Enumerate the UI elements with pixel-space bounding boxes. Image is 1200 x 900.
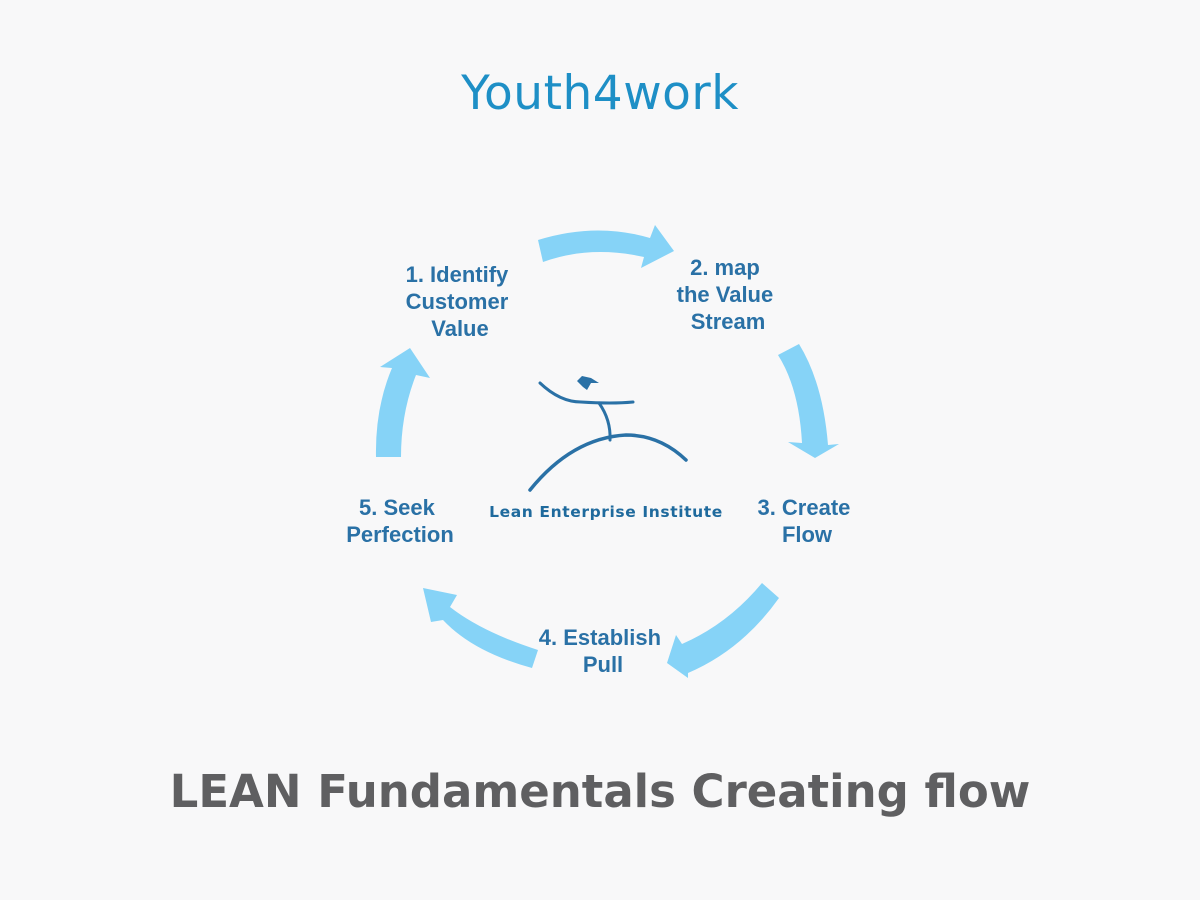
step-1-line-2: Customer — [406, 289, 509, 314]
footer-title: LEAN Fundamentals Creating flow — [169, 765, 1031, 818]
step-3-label: 3. Create Flow — [757, 495, 856, 547]
logo-figure-arms — [538, 381, 635, 405]
step-1-label: 1. Identify Customer Value — [406, 262, 515, 341]
logo-arc — [528, 433, 688, 492]
step-4-line-1: 4. Establish — [539, 625, 661, 650]
arrow-identify-to-map — [538, 225, 674, 268]
step-5-line-2: Perfection — [346, 522, 454, 547]
step-2-line-2: the Value — [677, 282, 774, 307]
step-2-line-1: 2. map — [690, 255, 760, 280]
lean-enterprise-logo: Lean Enterprise Institute — [489, 376, 723, 521]
cycle-arrows — [375, 225, 839, 678]
logo-figure-head — [577, 376, 599, 390]
step-4-label: 4. Establish Pull — [539, 625, 667, 677]
step-5-label: 5. Seek Perfection — [346, 495, 454, 547]
step-2-label: 2. map the Value Stream — [677, 255, 780, 334]
step-5-line-1: 5. Seek — [359, 495, 436, 520]
arrow-create-to-pull — [667, 583, 779, 678]
arrow-map-to-create — [778, 344, 839, 458]
arrow-pull-to-perfection — [423, 588, 538, 668]
step-3-line-2: Flow — [782, 522, 833, 547]
step-2-line-3: Stream — [691, 309, 766, 334]
step-4-line-2: Pull — [583, 652, 623, 677]
logo-figure-body — [597, 401, 612, 442]
step-1-line-1: 1. Identify — [406, 262, 509, 287]
arrow-perfection-to-identify — [375, 348, 430, 457]
header-title: Youth4work — [461, 66, 739, 121]
step-labels: 1. Identify Customer Value 2. map the Va… — [346, 255, 856, 677]
logo-name: Lean Enterprise Institute — [489, 503, 723, 521]
step-1-line-3: Value — [431, 316, 488, 341]
step-3-line-1: 3. Create — [757, 495, 850, 520]
